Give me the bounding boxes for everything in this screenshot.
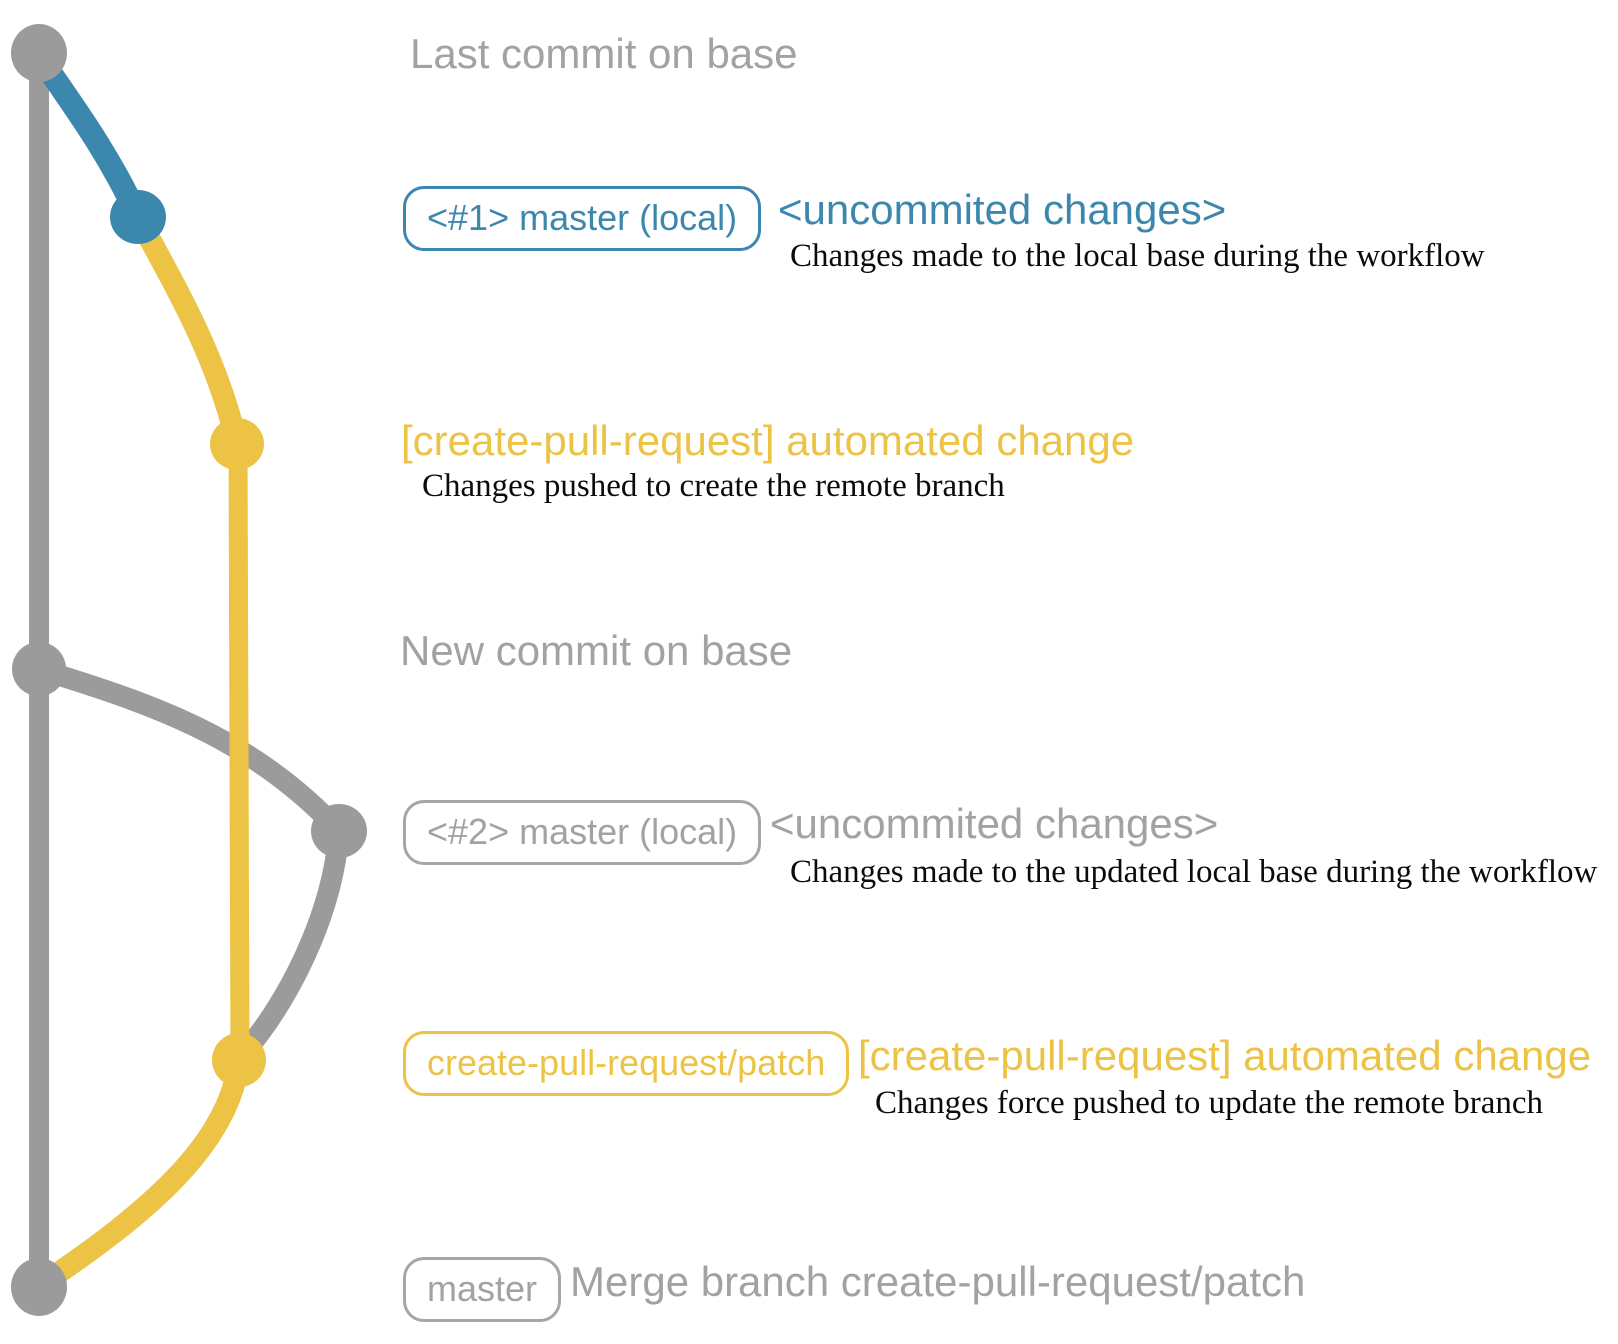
label-new-commit-on-base: New commit on base [400, 627, 793, 674]
rebase-curve [233, 830, 350, 1064]
label-uncommited-changes-1: <uncommited changes> [778, 186, 1227, 233]
caption-push-create-remote: Changes pushed to create the remote bran… [422, 468, 1005, 504]
merge-commit-dot [11, 1258, 67, 1316]
caption-local-changes-2: Changes made to the updated local base d… [790, 854, 1598, 890]
base-commit-dot-new [12, 642, 66, 696]
patch-merge-curve [35, 1058, 250, 1294]
badge-master-local-2: <#2> master (local) [403, 800, 762, 865]
patch-commit-dot-1 [210, 418, 264, 470]
patch-commit-dot-2 [212, 1033, 266, 1087]
label-uncommited-changes-2: <uncommited changes> [770, 800, 1219, 847]
label-automated-change-1: [create-pull-request] automated change [401, 417, 1135, 464]
local-commit-dot-2 [311, 804, 367, 858]
patch-branch-line [228, 443, 250, 1061]
label-last-commit-on-base: Last commit on base [410, 30, 798, 77]
local-branch-curve [29, 49, 149, 222]
branch-graph [11, 24, 367, 1316]
base-commit-dot-last [11, 24, 67, 82]
base-update-curve [35, 658, 347, 839]
caption-local-changes-1: Changes made to the local base during th… [790, 238, 1485, 274]
badge-create-pull-request-patch: create-pull-request/patch [403, 1031, 850, 1096]
local-commit-dot-1 [110, 190, 166, 244]
badge-master: master [403, 1257, 562, 1322]
label-merge-branch: Merge branch create-pull-request/patch [570, 1258, 1306, 1305]
badge-master-local-1: <#1> master (local) [403, 186, 762, 251]
caption-force-push-remote: Changes force pushed to update the remot… [875, 1085, 1544, 1121]
label-automated-change-2: [create-pull-request] automated change [858, 1032, 1592, 1079]
patch-branch-upper-curve [128, 211, 248, 447]
